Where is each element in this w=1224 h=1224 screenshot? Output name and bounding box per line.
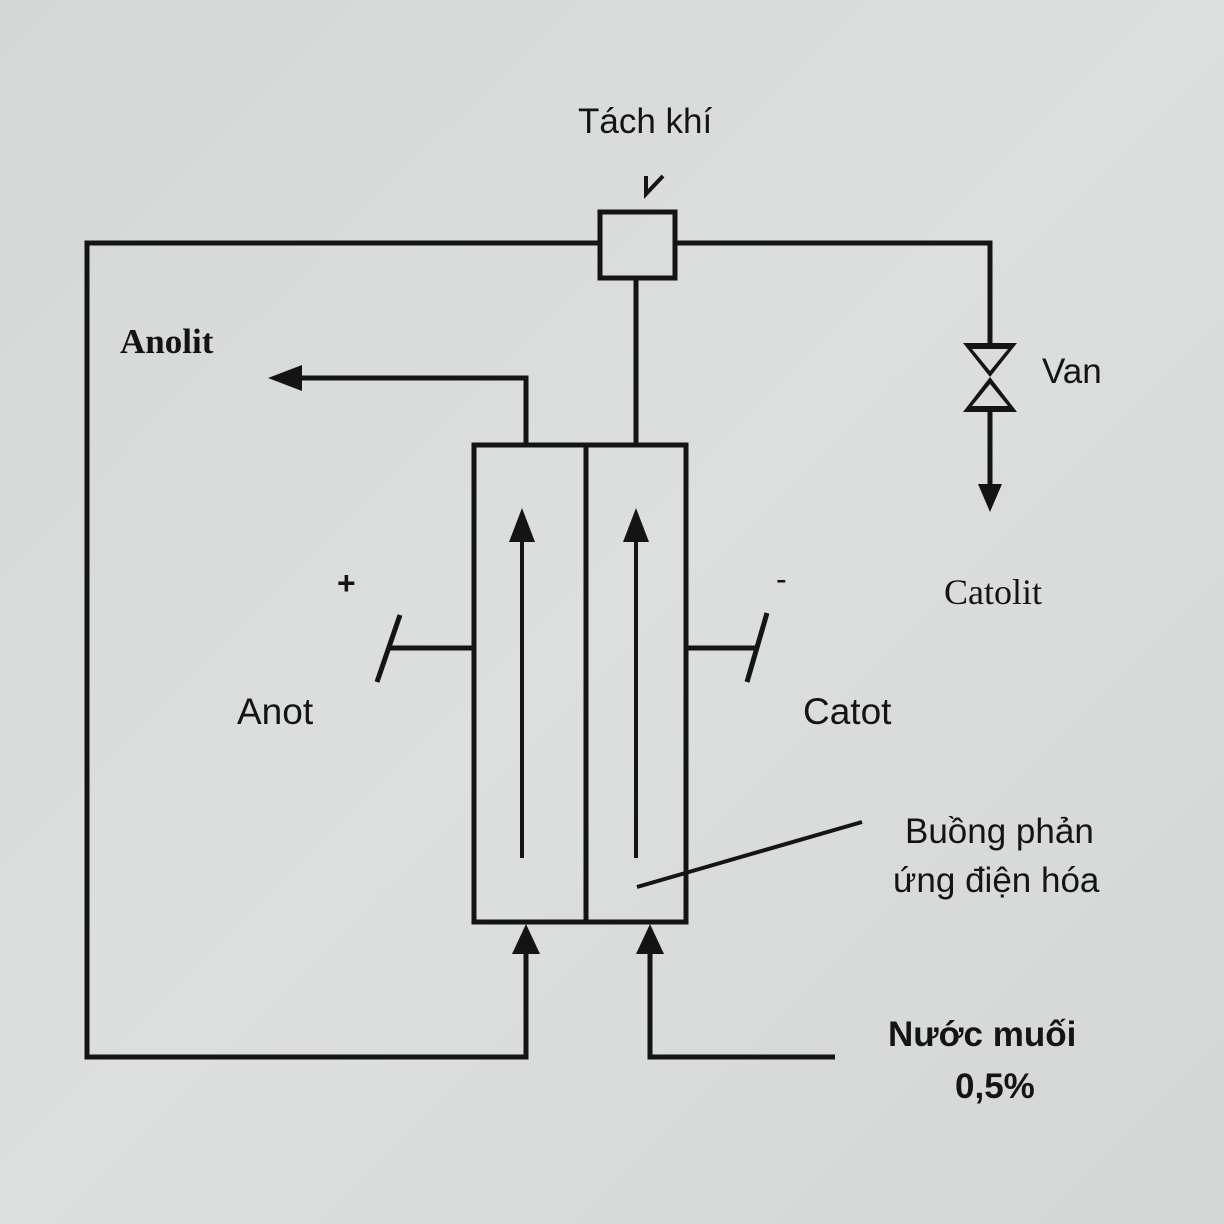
- salt-water-inlet-pipe: [647, 950, 835, 1060]
- anolyte-label: Anolit: [120, 322, 214, 361]
- chamber-label-line2: ứng điện hóa: [893, 861, 1100, 900]
- chamber-label-leader: [636, 820, 863, 889]
- anode-flow-arrow-icon: [509, 508, 535, 542]
- anode-label: Anot: [237, 691, 314, 732]
- valve-label: Van: [1042, 352, 1102, 391]
- cathode-flow-arrow-icon: [623, 508, 649, 542]
- gas-separator-label: Tách khí: [578, 102, 712, 141]
- salt-water-inlet-arrow-icon: [636, 924, 664, 954]
- cathode-label: Catot: [803, 691, 892, 732]
- anode-terminal-slash: [374, 614, 403, 683]
- valve-outlet-arrow-icon: [978, 484, 1002, 512]
- minus-sign: -: [776, 561, 787, 597]
- salt-water-label-line2: 0,5%: [955, 1067, 1035, 1106]
- anolyte-outlet-pipe: [300, 375, 529, 445]
- catholyte-pipe: [675, 240, 993, 345]
- valve-icon: [963, 343, 1017, 412]
- cathode-terminal-slash: [744, 612, 770, 683]
- chamber-label-line1: Buồng phản: [905, 812, 1094, 851]
- electrochemical-chamber: [471, 442, 689, 925]
- anolyte-outlet-arrow-icon: [268, 365, 302, 391]
- salt-water-label-line1: Nước muối: [888, 1015, 1076, 1054]
- gas-separator-box: [597, 209, 678, 281]
- gas-separator-pointer: [644, 174, 665, 200]
- catholyte-label: Catolit: [944, 572, 1042, 612]
- plus-sign: +: [337, 565, 356, 601]
- recirculation-pipe: [84, 240, 600, 1060]
- recirculation-inlet-arrow-icon: [512, 924, 540, 954]
